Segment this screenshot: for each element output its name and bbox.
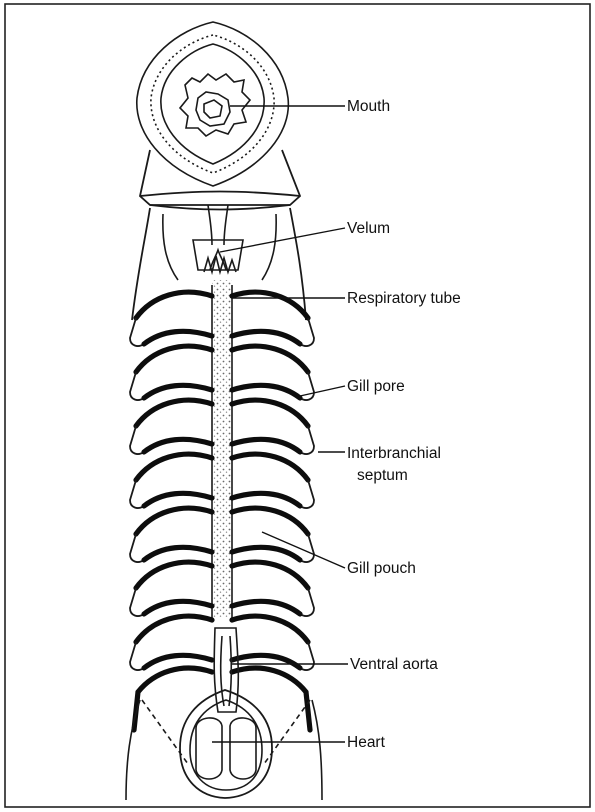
left-gill-pouch-6-part-2 (130, 588, 144, 616)
right-gill-pouch-6-part-1 (232, 562, 308, 588)
left-gill-pouch-5-part-1 (136, 508, 212, 534)
left-gill-pouch-3-part-1 (136, 400, 212, 426)
right-gill-pouch-2-part-3 (232, 385, 300, 398)
label-heart: Heart (347, 734, 386, 751)
label-respiratory-tube: Respiratory tube (347, 290, 461, 307)
right-gill-pouch-1-part-1 (232, 292, 308, 318)
pericardial-cartilage (126, 700, 322, 800)
left-gill-pouch-4-part-1 (136, 454, 212, 480)
left-gill-pouch-3-part-3 (144, 439, 212, 452)
left-gill-pouch-3-part-2 (130, 426, 144, 454)
left-gill-pouch-7-part-1 (136, 616, 212, 642)
left-gill-pouch-4-part-2 (130, 480, 144, 508)
right-gill-pouch-4-part-1 (232, 454, 308, 480)
right-gill-pouch-3-part-1 (232, 400, 308, 426)
right-gill-pouch-5-part-3 (232, 547, 300, 560)
left-gill-pouch-5-part-2 (130, 534, 144, 562)
right-gill-pouch-4-part-2 (300, 480, 314, 508)
left-gill-pouch-4-part-3 (144, 493, 212, 506)
leader-gill-pore (300, 386, 345, 396)
heart (180, 690, 272, 798)
left-gill-pouch-1-part-1 (136, 292, 212, 318)
left-gill-pouch-1-part-2 (130, 318, 144, 346)
velum (193, 205, 243, 272)
right-gill-pouch-5-part-2 (300, 534, 314, 562)
right-gill-pouch-6-part-3 (232, 601, 300, 614)
mouth-opening (180, 74, 250, 136)
left-gill-pouch-2-part-3 (144, 385, 212, 398)
left-gill-pouch-2-part-2 (130, 372, 144, 400)
label-ventral-aorta: Ventral aorta (350, 656, 438, 673)
right-gill-pouch-2-part-1 (232, 346, 308, 372)
right-gill-pouch-1-part-2 (300, 318, 314, 346)
right-gill-pouch-5-part-1 (232, 508, 308, 534)
right-gill-pouch-4-part-3 (232, 493, 300, 506)
left-gill-pouch-5-part-3 (144, 547, 212, 560)
left-gill-pouch-2-part-1 (136, 346, 212, 372)
label-interbranchial-septum-line1: Interbranchial (347, 445, 441, 462)
right-gill-pouch-6-part-2 (300, 588, 314, 616)
right-gill-pouch-7-part-3 (232, 655, 300, 668)
label-velum: Velum (347, 220, 390, 237)
label-mouth: Mouth (347, 98, 390, 115)
left-gill-pouch-7-part-2 (130, 642, 144, 670)
right-gill-pouch-7-part-2 (300, 642, 314, 670)
right-gill-pouch-7-part-1 (232, 616, 308, 642)
oral-disc (137, 22, 289, 186)
respiratory-tube (212, 280, 232, 618)
hood-collar (140, 150, 300, 210)
label-gill-pouch: Gill pouch (347, 560, 416, 577)
right-gill-pouch-3-part-3 (232, 439, 300, 452)
left-gill-pouch-6-part-1 (136, 562, 212, 588)
label-interbranchial-septum-line2: septum (357, 467, 408, 484)
right-gill-pouch-1-part-3 (232, 331, 300, 344)
left-gill-pouch-7-part-3 (144, 655, 212, 668)
label-gill-pore: Gill pore (347, 378, 405, 395)
right-gill-pouch-3-part-2 (300, 426, 314, 454)
left-gill-pouch-1-part-3 (144, 331, 212, 344)
left-gill-pouch-6-part-3 (144, 601, 212, 614)
